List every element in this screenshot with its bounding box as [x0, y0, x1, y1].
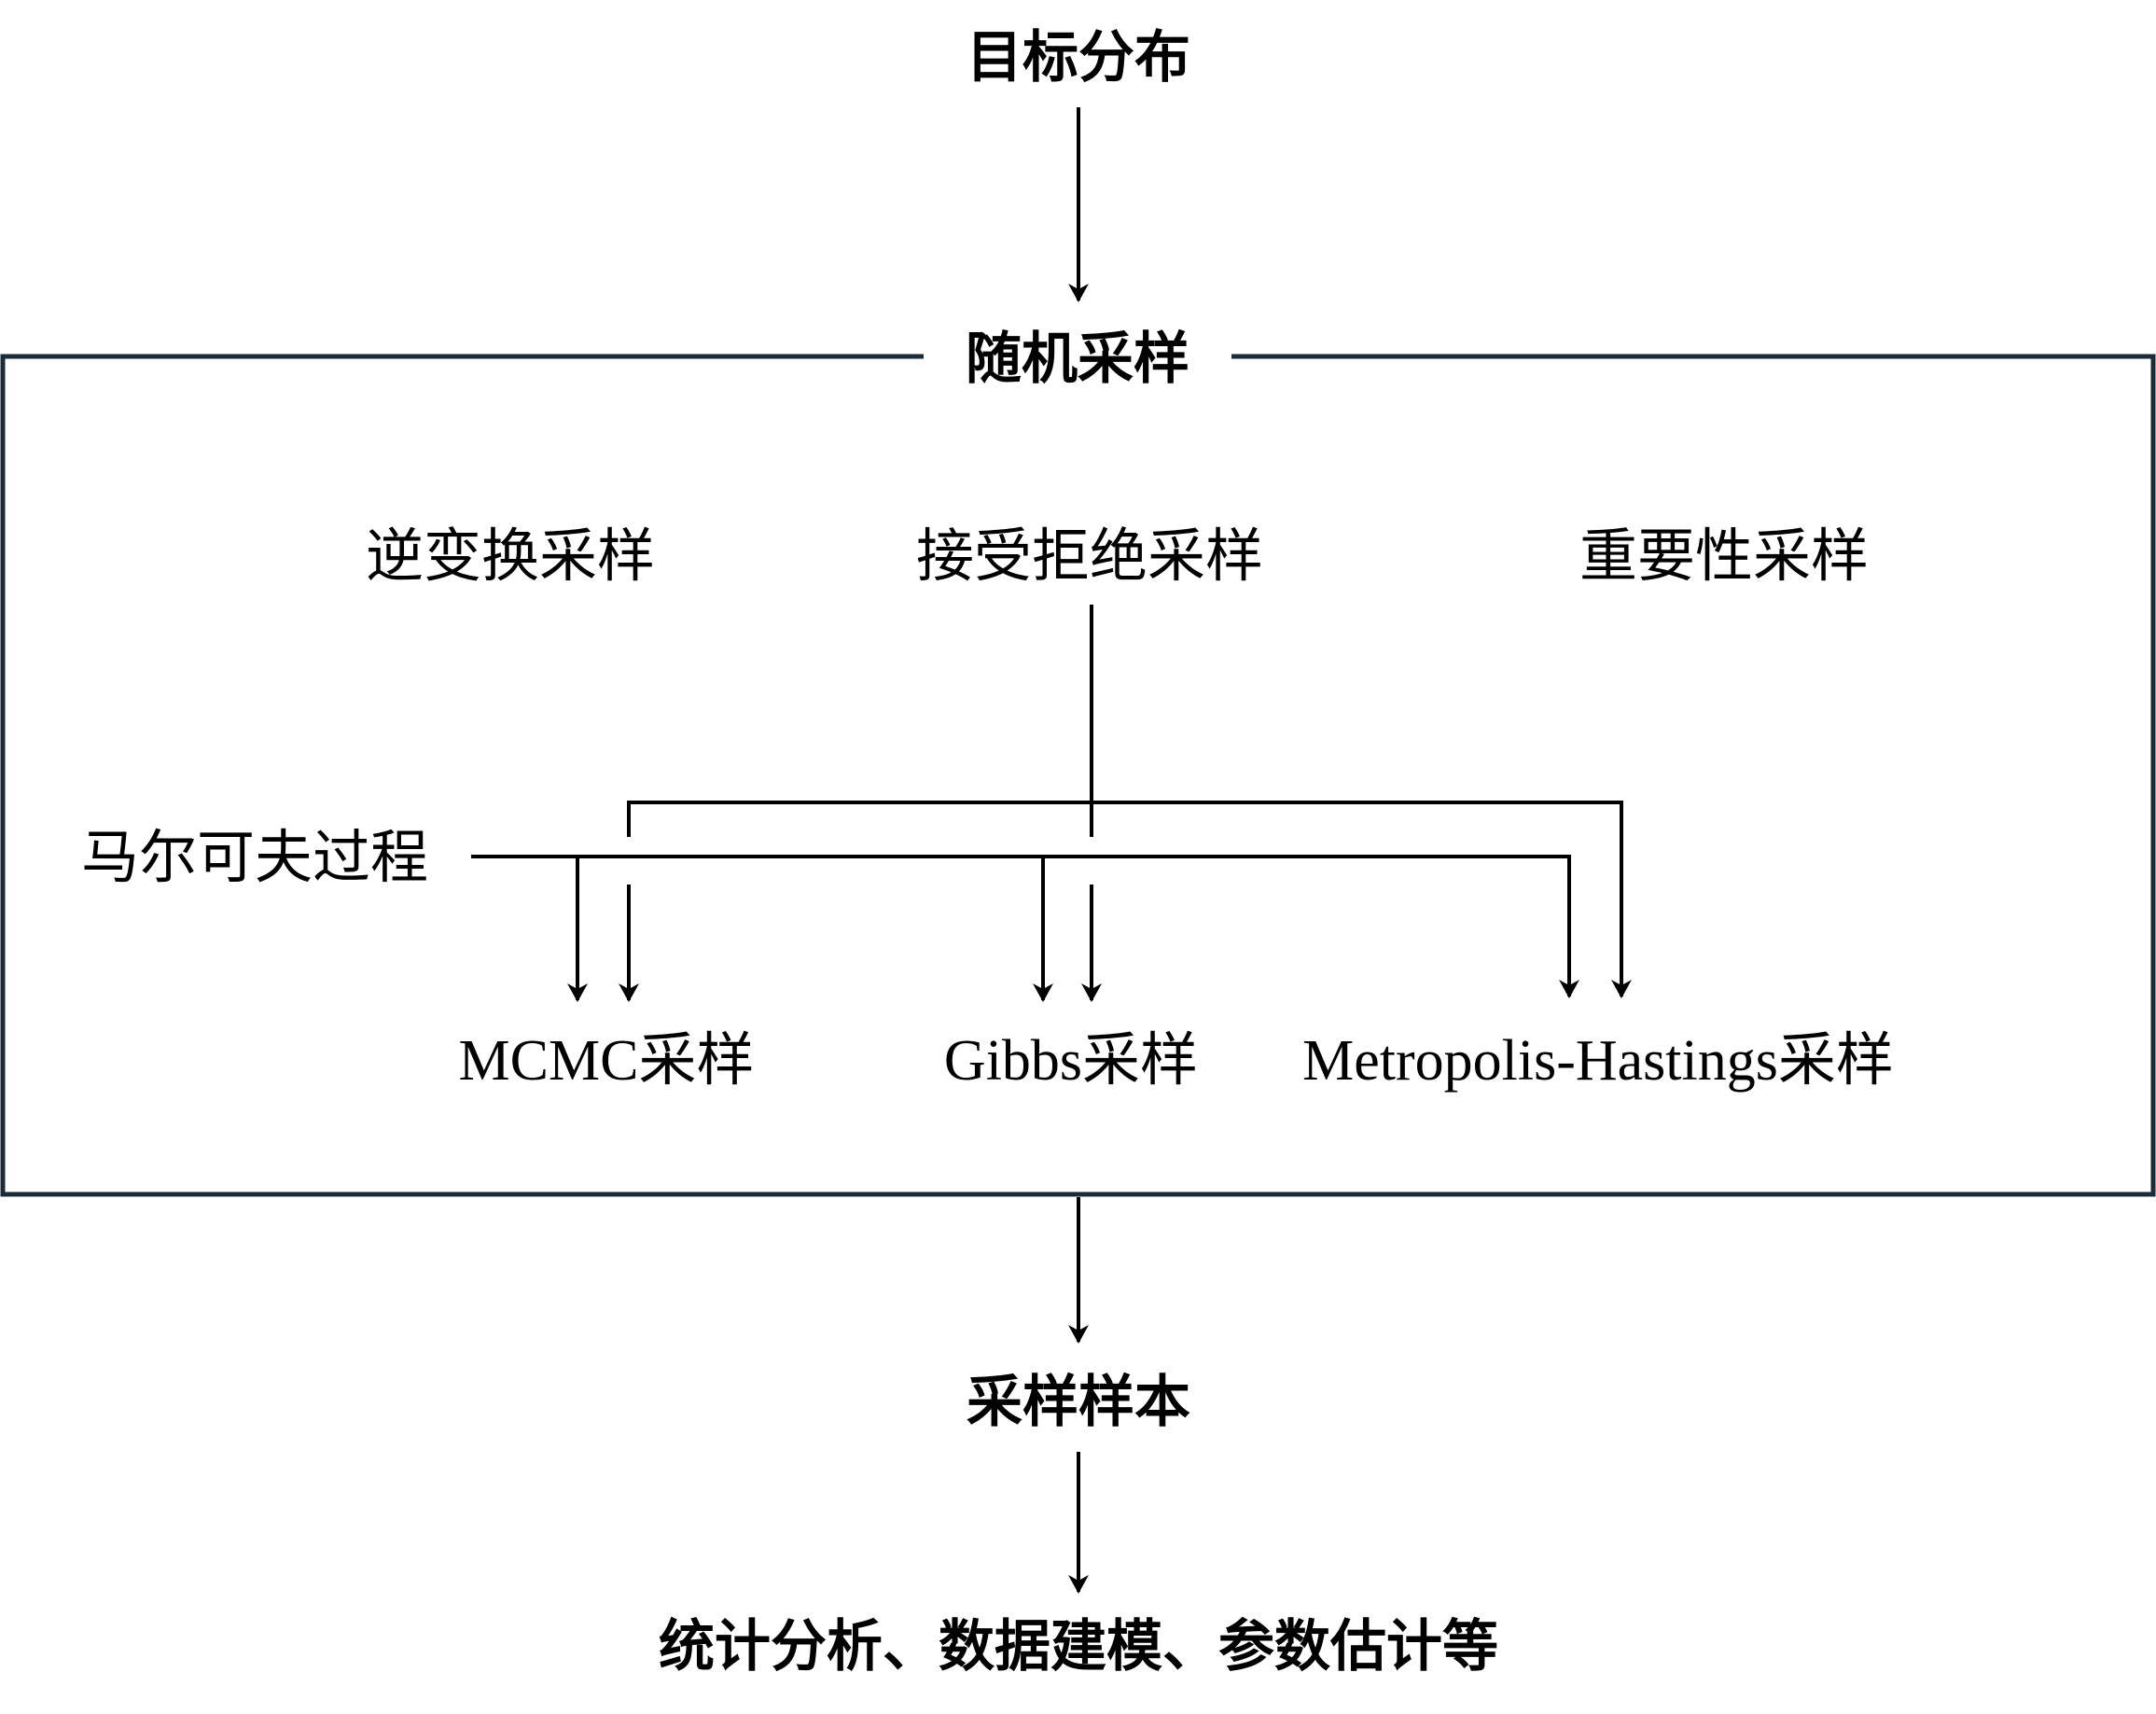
gibbs-sampling-label: Gibbs采样 [944, 1029, 1198, 1093]
samples-label: 采样样本 [967, 1370, 1190, 1435]
markov-process-connectors [471, 855, 1579, 1002]
markov-process-label: 马尔可夫过程 [81, 827, 428, 890]
metropolis-hastings-sampling-label: Metropolis-Hastings采样 [1302, 1029, 1894, 1093]
accept-reject-sampling-label: 接受拒绝采样 [916, 525, 1263, 589]
random-sampling-box [0, 354, 2156, 1197]
accept-reject-connectors [619, 605, 1632, 1002]
mcmc-sampling-label: MCMC采样 [459, 1029, 755, 1093]
target-distribution-label: 目标分布 [967, 25, 1190, 91]
inverse-transform-sampling-label: 逆变换采样 [366, 525, 655, 589]
random-sampling-title: 随机采样 [966, 327, 1189, 392]
applications-label: 统计分析、数据建模、参数估计等 [659, 1614, 1498, 1679]
importance-sampling-label: 重要性采样 [1579, 525, 1869, 589]
